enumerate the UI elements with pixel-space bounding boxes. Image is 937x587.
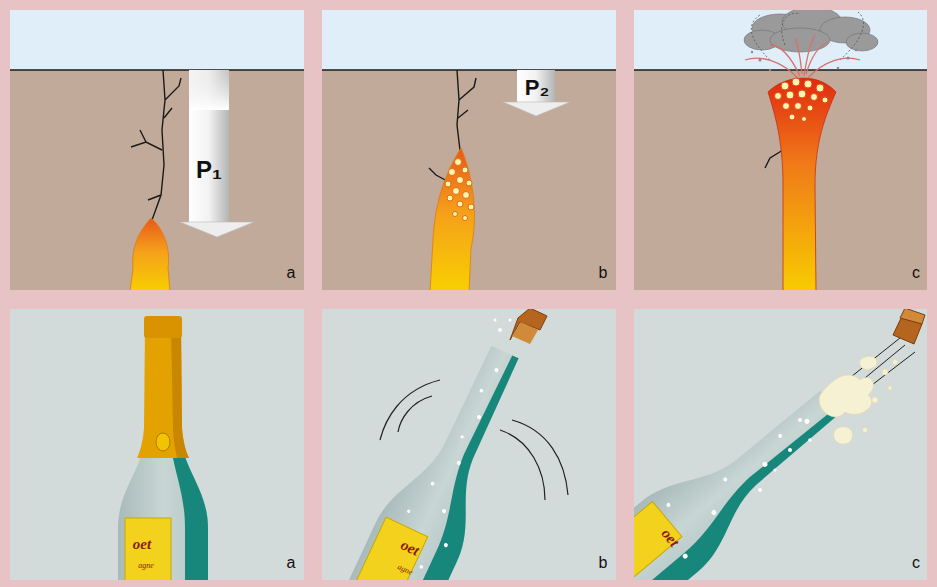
bottle-panel-a [10, 309, 304, 580]
panel-letter: b [599, 555, 608, 571]
bottle-panel-b [322, 309, 616, 580]
pressure-label: P₂ [525, 77, 549, 99]
panel-letter: a [287, 265, 296, 281]
bottle-panel-c [634, 309, 927, 580]
panel-letter: c [912, 555, 920, 571]
volcano-panel-a [10, 10, 304, 290]
volcano-panel-c [634, 10, 927, 290]
bottle-label-text: oet [133, 537, 151, 552]
bottle-label-text: agne [138, 562, 154, 570]
panel-letter: c [912, 265, 920, 281]
pressure-label: P₁ [196, 158, 222, 182]
panel-letter: a [287, 555, 296, 571]
panel-letter: b [599, 265, 608, 281]
volcano-panel-b [322, 10, 616, 290]
